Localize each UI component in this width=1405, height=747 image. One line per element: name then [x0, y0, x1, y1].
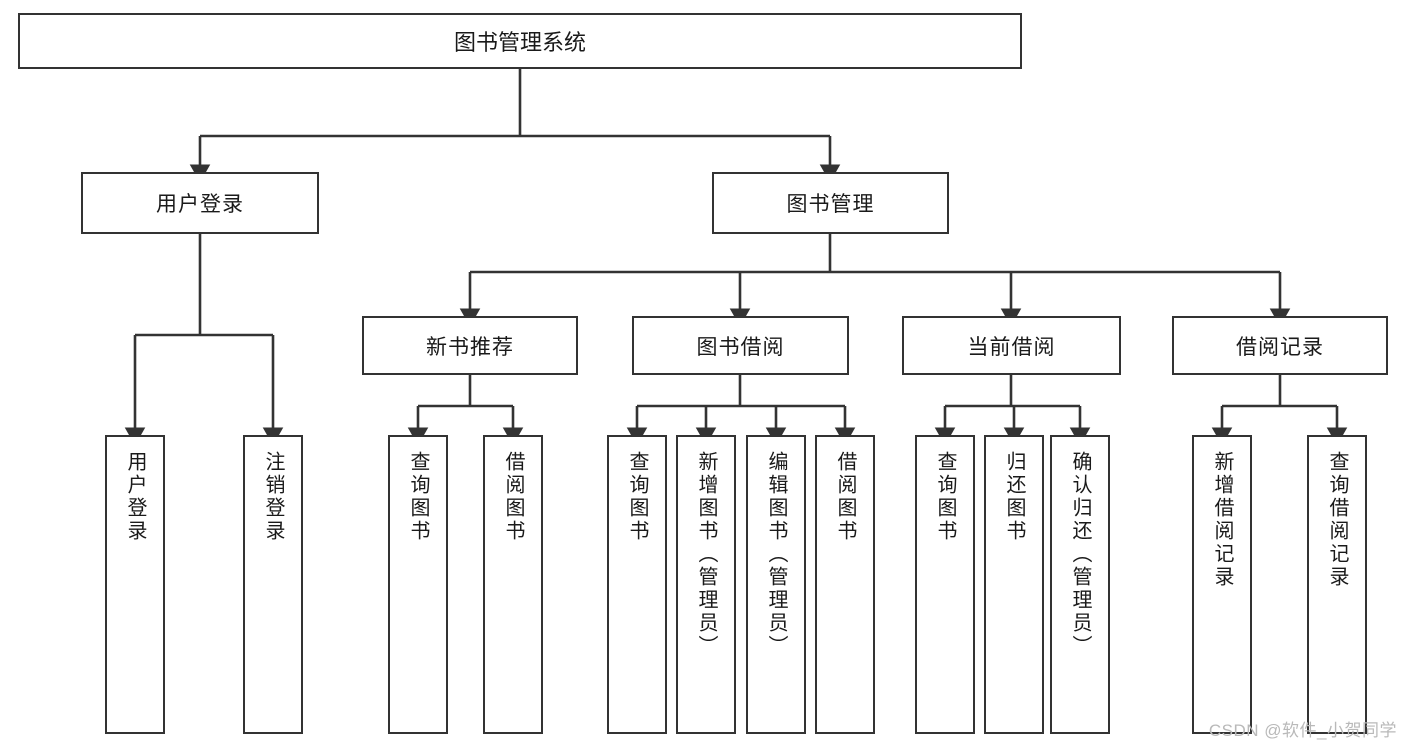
node-leaf-return-book-label: 归还图书 [1003, 451, 1025, 543]
node-leaf-add-book[interactable]: 新增图书（管理员） [676, 435, 736, 734]
node-leaf-query-borrow-record-label: 查询借阅记录 [1326, 451, 1348, 589]
node-leaf-edit-book-label: 编辑图书（管理员） [765, 451, 787, 658]
node-root[interactable]: 图书管理系统 [18, 13, 1022, 69]
node-new-book-recommend[interactable]: 新书推荐 [362, 316, 578, 375]
node-leaf-query-borrow-record[interactable]: 查询借阅记录 [1307, 435, 1367, 734]
node-leaf-query-book-2-label: 查询图书 [626, 451, 648, 543]
node-book-manage-label: 图书管理 [786, 193, 875, 216]
node-leaf-query-book-3-label: 查询图书 [934, 451, 956, 543]
node-current-borrow-label: 当前借阅 [967, 335, 1056, 359]
node-leaf-borrow-book-2[interactable]: 借阅图书 [815, 435, 875, 734]
node-leaf-confirm-return-label: 确认归还（管理员） [1069, 451, 1091, 658]
node-leaf-query-book-1[interactable]: 查询图书 [388, 435, 448, 734]
node-book-borrow-label: 图书借阅 [696, 335, 785, 359]
node-leaf-user-logout[interactable]: 注销登录 [243, 435, 303, 734]
node-leaf-user-login[interactable]: 用户登录 [105, 435, 165, 734]
node-borrow-record-label: 借阅记录 [1236, 335, 1324, 359]
node-leaf-add-book-label: 新增图书（管理员） [695, 451, 717, 658]
node-new-book-recommend-label: 新书推荐 [426, 335, 514, 359]
watermark: CSDN @软件_小贺同学 [1208, 721, 1397, 740]
node-user-login[interactable]: 用户登录 [81, 172, 319, 234]
node-book-borrow[interactable]: 图书借阅 [632, 316, 849, 375]
node-current-borrow[interactable]: 当前借阅 [902, 316, 1121, 375]
node-book-manage[interactable]: 图书管理 [712, 172, 949, 234]
node-leaf-user-login-label: 用户登录 [124, 451, 146, 543]
node-leaf-borrow-book-1[interactable]: 借阅图书 [483, 435, 543, 734]
node-leaf-user-logout-label: 注销登录 [262, 451, 284, 543]
node-leaf-add-borrow-record[interactable]: 新增借阅记录 [1192, 435, 1252, 734]
node-root-label: 图书管理系统 [453, 30, 586, 55]
node-leaf-confirm-return[interactable]: 确认归还（管理员） [1050, 435, 1110, 734]
node-leaf-borrow-book-1-label: 借阅图书 [502, 451, 524, 543]
node-leaf-edit-book[interactable]: 编辑图书（管理员） [746, 435, 806, 734]
node-leaf-query-book-3[interactable]: 查询图书 [915, 435, 975, 734]
node-leaf-return-book[interactable]: 归还图书 [984, 435, 1044, 734]
node-leaf-borrow-book-2-label: 借阅图书 [834, 451, 856, 543]
node-user-login-label: 用户登录 [156, 193, 244, 216]
node-leaf-query-book-1-label: 查询图书 [407, 451, 429, 543]
node-leaf-query-book-2[interactable]: 查询图书 [607, 435, 667, 734]
node-borrow-record[interactable]: 借阅记录 [1172, 316, 1388, 375]
node-leaf-add-borrow-record-label: 新增借阅记录 [1211, 451, 1233, 589]
